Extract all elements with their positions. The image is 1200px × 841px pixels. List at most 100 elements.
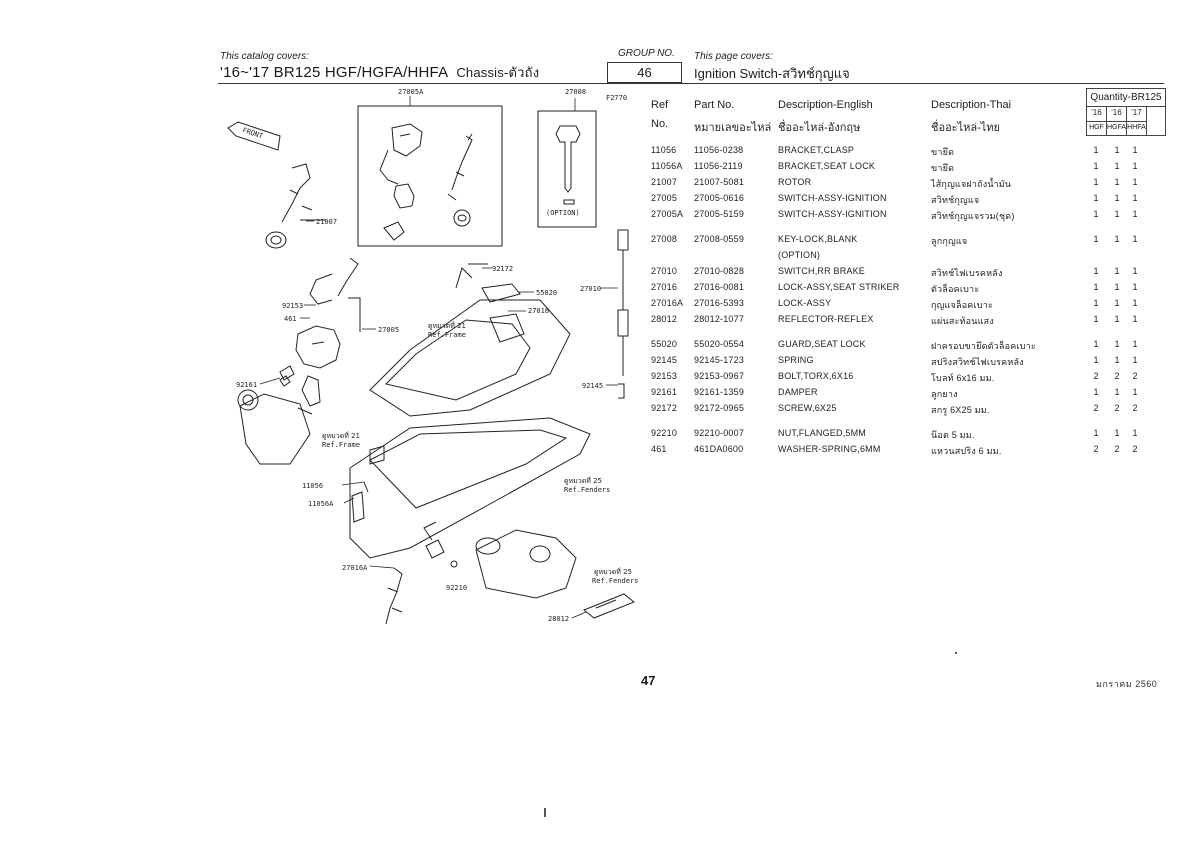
part-number: 27016-0081 xyxy=(694,282,745,292)
ref-fenders-th-2: ดูหมวดที่ 25 xyxy=(594,567,632,576)
quantity-cell: 1 xyxy=(1114,161,1120,171)
qty-col-sep xyxy=(1126,106,1127,135)
quantity-cell: 1 xyxy=(1093,266,1099,276)
quantity-cell: 1 xyxy=(1132,314,1138,324)
quantity-cell: 1 xyxy=(1132,387,1138,397)
quantity-cell: 1 xyxy=(1132,282,1138,292)
label-28012: 28012 xyxy=(548,615,569,623)
quantity-cell: 1 xyxy=(1132,193,1138,203)
quantity-cell: 1 xyxy=(1114,177,1120,187)
quantity-cell: 1 xyxy=(1132,298,1138,308)
label-21007: 21007 xyxy=(316,218,337,226)
col-part-header: Part No. xyxy=(694,99,735,111)
label-92210: 92210 xyxy=(446,584,467,592)
ref-number: 11056 xyxy=(651,145,677,155)
description-english: GUARD,SEAT LOCK xyxy=(778,339,866,349)
group-no-label: GROUP NO. xyxy=(618,48,675,59)
quantity-cell: 1 xyxy=(1093,177,1099,187)
ref-fenders-th-1: ดูหมวดที่ 25 xyxy=(564,476,602,485)
quantity-cell: 1 xyxy=(1114,282,1120,292)
qty-variant-1: HGF xyxy=(1089,124,1104,131)
description-english: BRACKET,CLASP xyxy=(778,145,855,155)
description-thai: แหวนสปริง 6 มม. xyxy=(931,446,1002,456)
part-number: 28012-1077 xyxy=(694,314,745,324)
description-thai: ตัวล็อคเบาะ xyxy=(931,284,980,294)
qty-year-3: '17 xyxy=(1131,108,1142,117)
ref-number: 461 xyxy=(651,444,667,454)
inset-box-27005A xyxy=(357,105,503,247)
label-11056: 11056 xyxy=(302,482,323,490)
quantity-cell: 2 xyxy=(1114,403,1120,413)
quantity-cell: 1 xyxy=(1132,161,1138,171)
part-number: 27016-5393 xyxy=(694,298,745,308)
col-desc-en-header-th: ชื่ออะไหล่-อังกฤษ xyxy=(778,122,861,134)
description-thai: แผ่นสะท้อนแสง xyxy=(931,316,994,326)
ref-fenders-en-1: Ref.Fenders xyxy=(564,486,610,494)
ref-number: 92172 xyxy=(651,403,678,413)
header-divider xyxy=(218,83,1164,84)
quantity-cell: 1 xyxy=(1114,209,1120,219)
quantity-cell: 1 xyxy=(1093,428,1099,438)
description-english: ROTOR xyxy=(778,177,812,187)
part-number: 461DA0600 xyxy=(694,444,744,454)
ref-number: 28012 xyxy=(651,314,678,324)
description-thai: ไส้กุญแจฝาถังน้ำมัน xyxy=(931,179,1012,189)
page-number: 47 xyxy=(641,673,656,688)
description-english: SCREW,6X25 xyxy=(778,403,837,413)
label-92145: 92145 xyxy=(582,382,603,390)
quantity-cell: 1 xyxy=(1093,145,1099,155)
quantity-cell: 1 xyxy=(1132,234,1138,244)
label-27008: 27008 xyxy=(565,88,586,96)
quantity-cell: 1 xyxy=(1114,145,1120,155)
description-english: REFLECTOR-REFLEX xyxy=(778,314,874,324)
quantity-cell: 1 xyxy=(1114,339,1120,349)
part-number: 55020-0554 xyxy=(694,339,745,349)
quantity-cell: 1 xyxy=(1093,193,1099,203)
label-figure-code: F2770 xyxy=(606,94,627,102)
label-27005: 27005 xyxy=(378,326,399,334)
col-part-header-th: หมายเลขอะไหล่ xyxy=(694,122,772,134)
part-number: 11056-0238 xyxy=(694,145,744,155)
ref-number: 27010 xyxy=(651,266,678,276)
scan-speck xyxy=(955,652,957,654)
ref-number: 27016A xyxy=(651,298,684,308)
part-number: 92153-0967 xyxy=(694,371,745,381)
quantity-cell: 1 xyxy=(1132,355,1138,365)
quantity-cell: 1 xyxy=(1114,193,1120,203)
ref-number: 27016 xyxy=(651,282,678,292)
description-thai: น๊อต 5 มม. xyxy=(931,430,975,440)
description-thai: กุญแจล็อคเบาะ xyxy=(931,300,994,310)
quantity-cell: 2 xyxy=(1114,371,1120,381)
description-thai: ฝาครอบขายึดตัวล็อคเบาะ xyxy=(931,341,1036,351)
description-thai: สวิทช์กุญแจ xyxy=(931,195,980,205)
label-461: 461 xyxy=(284,315,297,323)
ref-frame-th-2: ดูหมวดที่ 21 xyxy=(322,431,360,440)
ref-number: 92145 xyxy=(651,355,678,365)
label-27005A: 27005A xyxy=(398,88,424,96)
quantity-cell: 1 xyxy=(1132,266,1138,276)
description-thai: สกรู 6X25 มม. xyxy=(931,405,990,415)
label-option: (OPTION) xyxy=(546,209,580,217)
ref-number: 27005A xyxy=(651,209,684,219)
quantity-cell: 1 xyxy=(1132,209,1138,219)
label-92153: 92153 xyxy=(282,302,303,310)
parts-exploded-diagram: 27005A 27008 F2770 (OPTION) FRONT 21007 … xyxy=(227,88,638,625)
part-number: 27010-0828 xyxy=(694,266,745,276)
description-thai: ลูกยาง xyxy=(931,389,958,399)
part-number: 21007-5081 xyxy=(694,177,745,187)
part-number: 92210-0007 xyxy=(694,428,745,438)
col-desc-th-header-2: ชื่ออะไหล่-ไทย xyxy=(931,122,1001,134)
quantity-cell: 2 xyxy=(1093,403,1099,413)
description-english: SPRING xyxy=(778,355,814,365)
description-english: SWITCH-ASSY-IGNITION xyxy=(778,193,887,203)
quantity-cell: 1 xyxy=(1114,234,1120,244)
quantity-cell: 1 xyxy=(1093,282,1099,292)
qty-col-sep xyxy=(1146,106,1147,135)
quantity-cell: 2 xyxy=(1093,371,1099,381)
part-number: 92172-0965 xyxy=(694,403,745,413)
ref-number: 92153 xyxy=(651,371,678,381)
part-number: 27008-0559 xyxy=(694,234,745,244)
quantity-cell: 1 xyxy=(1093,339,1099,349)
col-desc-en-header: Description-English xyxy=(778,99,873,111)
quantity-cell: 2 xyxy=(1132,403,1138,413)
